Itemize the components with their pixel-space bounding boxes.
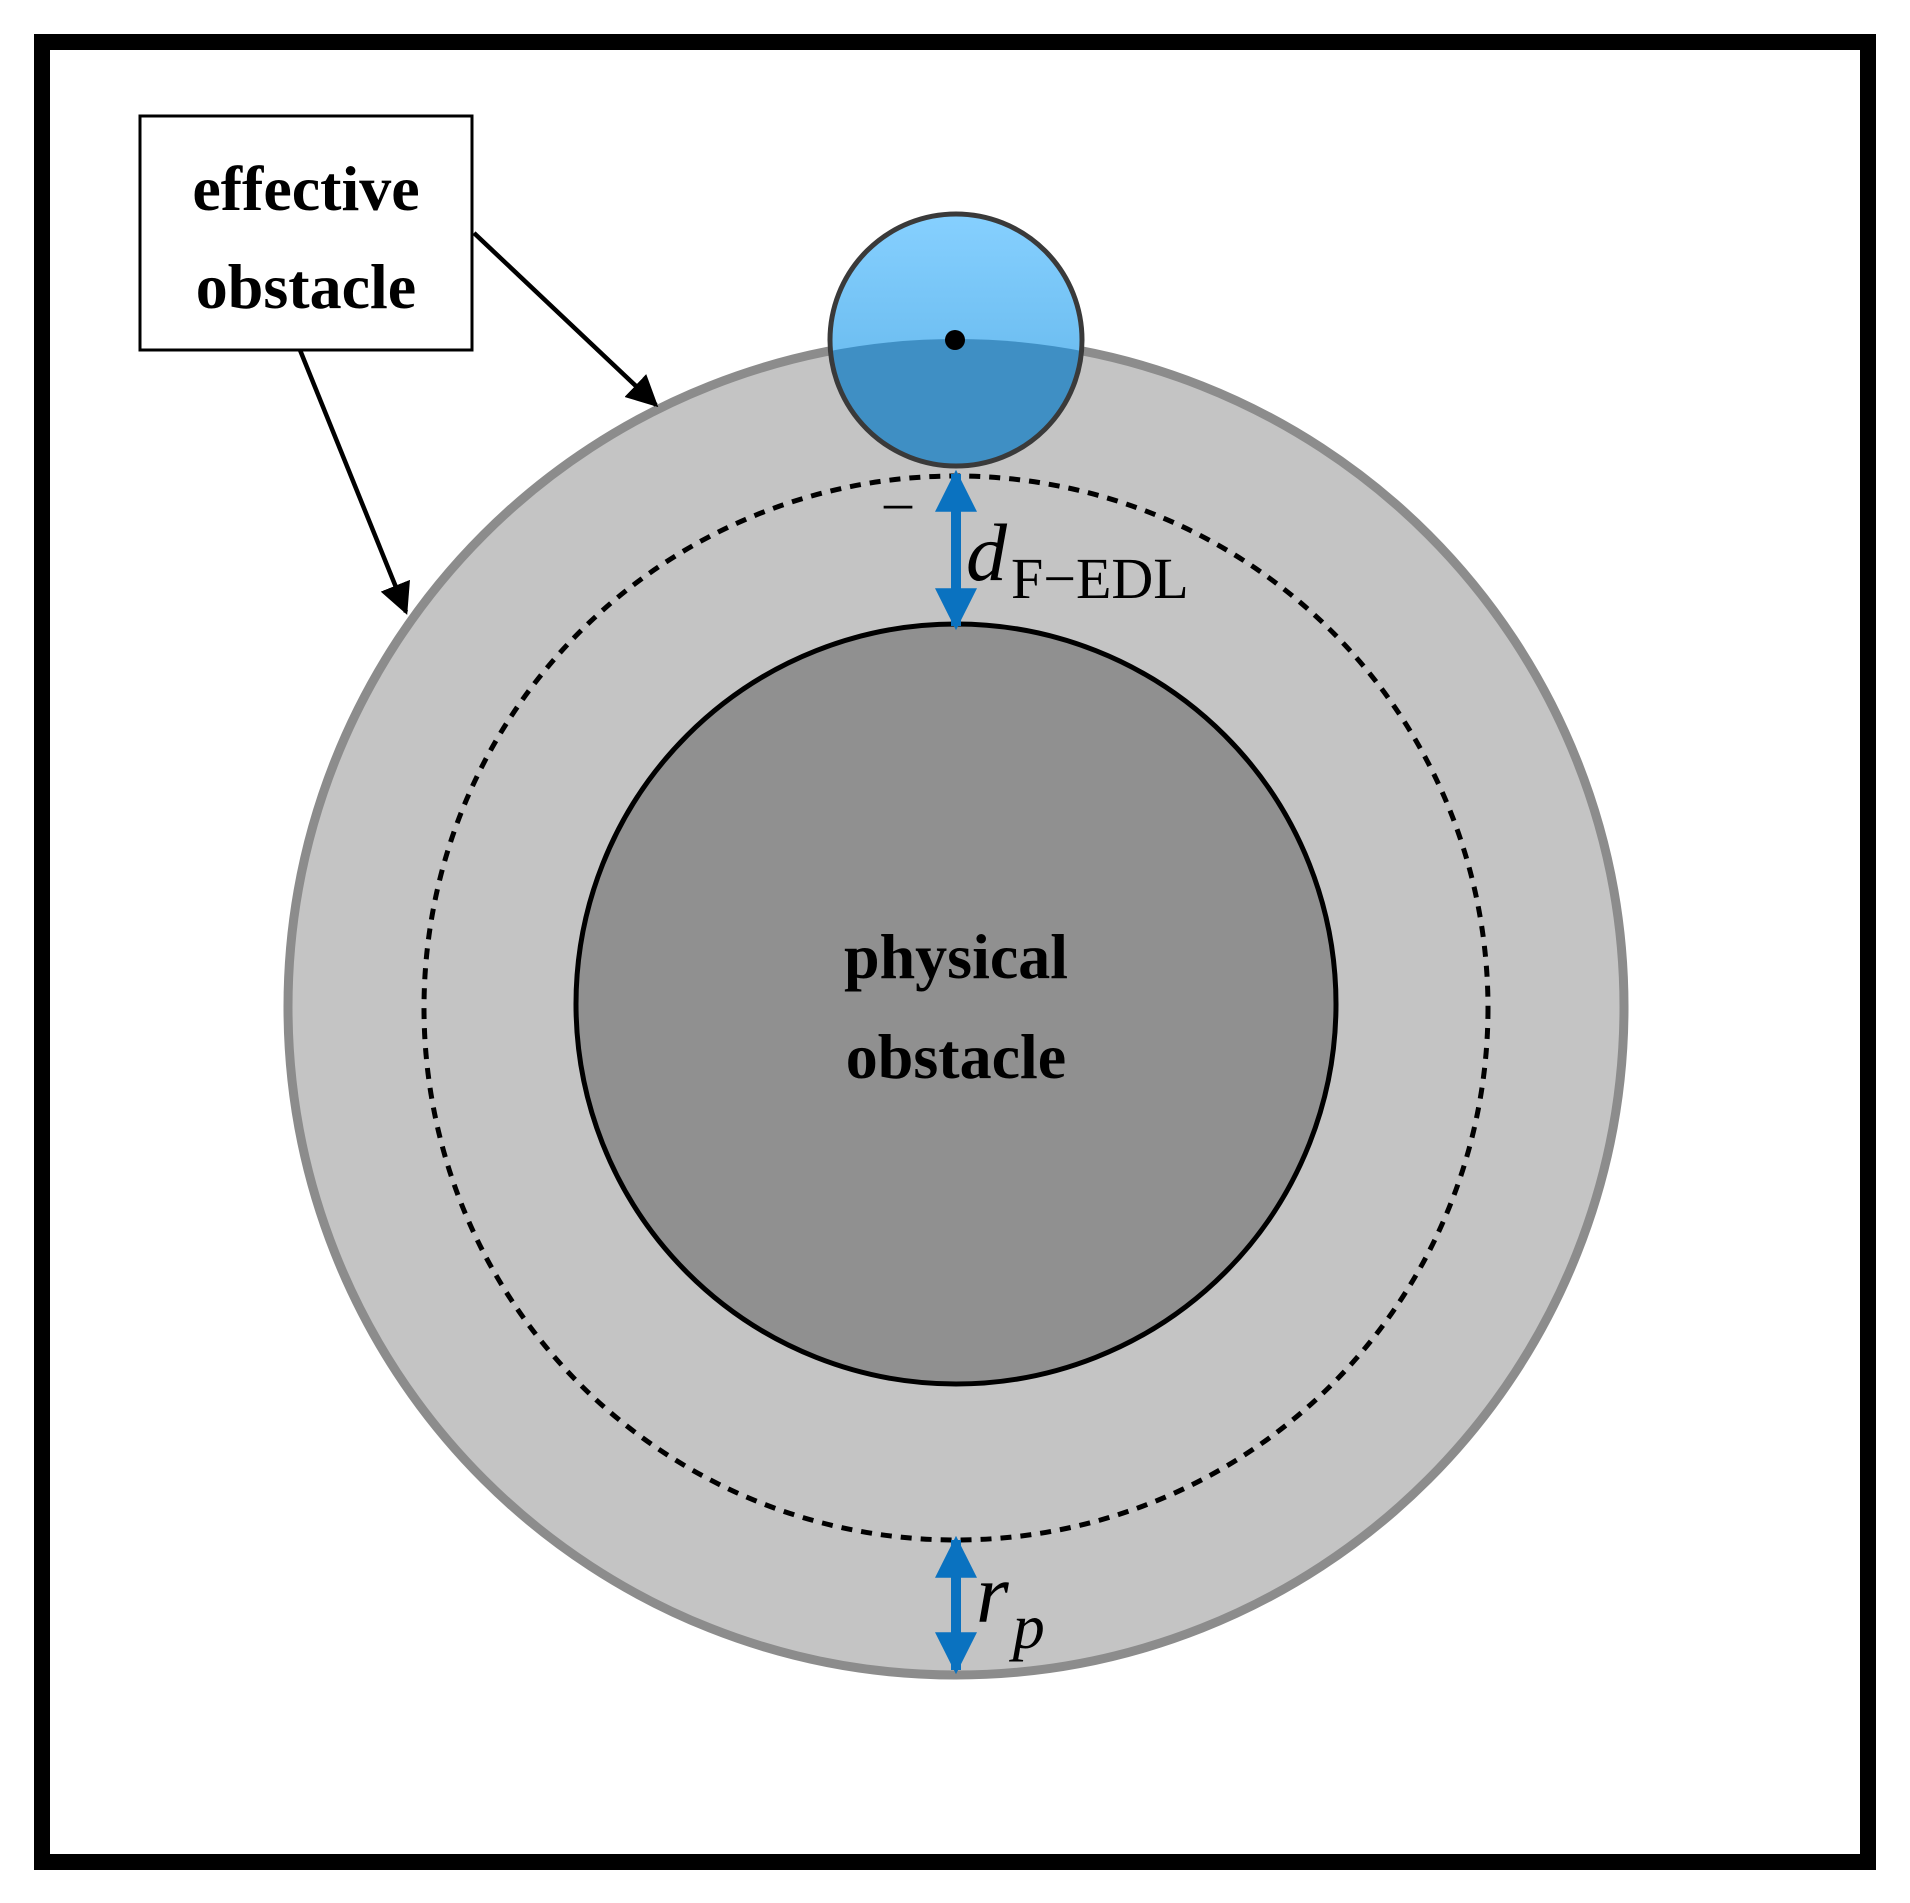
particle-center-dot — [945, 330, 965, 350]
effective-obstacle-pointer-left — [297, 349, 410, 615]
r-subscript: p — [1009, 1591, 1045, 1662]
effective-obstacle-label-line1: effective — [192, 153, 419, 224]
physical-obstacle-circle — [573, 621, 1339, 1387]
effective-obstacle-label-box — [138, 114, 474, 352]
d-subscript: F−EDL — [1011, 546, 1189, 611]
rp-label: r p — [976, 1548, 1045, 1662]
r-symbol: r — [976, 1548, 1009, 1641]
effective-obstacle-pointer-right — [472, 231, 659, 408]
d-fedl-label: d F−EDL — [966, 507, 1189, 611]
d-fedl-bar: – — [883, 471, 913, 533]
physical-obstacle-label-line1: physical — [844, 921, 1068, 992]
particle — [827, 211, 1085, 469]
physical-obstacle-label-line2: obstacle — [846, 1021, 1066, 1092]
effective-obstacle-label-line2: obstacle — [196, 251, 416, 322]
d-symbol: d — [966, 507, 1008, 598]
